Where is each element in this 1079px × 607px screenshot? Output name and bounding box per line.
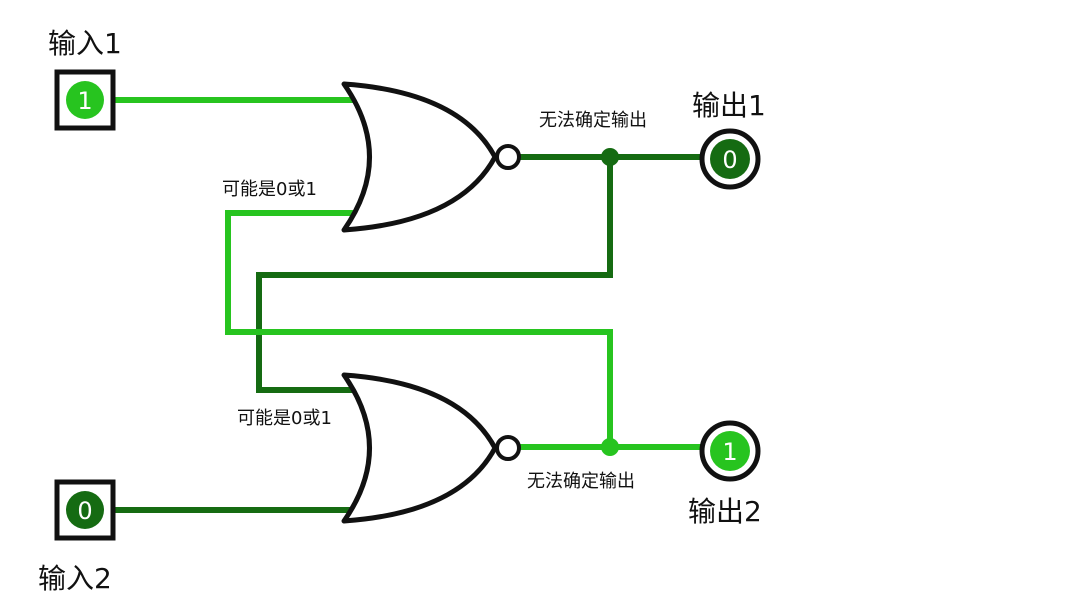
junction-output2 <box>601 438 619 456</box>
input-pin-2-value: 0 <box>77 497 92 525</box>
input-pin-1-indicator <box>66 81 104 119</box>
nor-gate-2-body <box>341 372 498 524</box>
input-pin-2-indicator <box>66 491 104 529</box>
input-pin-1-value: 1 <box>77 87 92 115</box>
nor-gate-1-body <box>341 81 498 233</box>
output-2-note: 无法确定输出 <box>527 471 635 492</box>
nor-gate-2-bubble <box>495 435 521 461</box>
output-1-label: 输出1 <box>692 89 766 122</box>
output-pin-1: 0 <box>699 128 761 190</box>
output-1-note: 无法确定输出 <box>539 110 647 131</box>
input-pin-2[interactable]: 0 <box>54 479 116 541</box>
gate-2-input-1-note: 可能是0或1 <box>237 408 332 429</box>
input-1-label: 输入1 <box>48 27 122 60</box>
output-pin-2-indicator <box>710 431 750 471</box>
input-pin-1[interactable]: 1 <box>54 69 116 131</box>
junction-output1 <box>601 148 619 166</box>
output-pin-2: 1 <box>699 420 761 482</box>
nor-gate-2[interactable] <box>341 372 521 524</box>
nor-gate-1-bubble <box>495 144 521 170</box>
output-2-label: 输出2 <box>688 495 762 528</box>
wire-feedback-output2-to-gate1 <box>225 210 613 450</box>
nor-gate-1[interactable] <box>341 81 521 233</box>
input-2-label: 输入2 <box>38 562 112 595</box>
output-pin-1-value: 0 <box>722 146 737 174</box>
wire-feedback-output1-to-gate2 <box>256 154 613 393</box>
output-pin-1-indicator <box>710 139 750 179</box>
output-pin-2-value: 1 <box>722 438 737 466</box>
gate-1-input-2-note: 可能是0或1 <box>222 179 317 200</box>
